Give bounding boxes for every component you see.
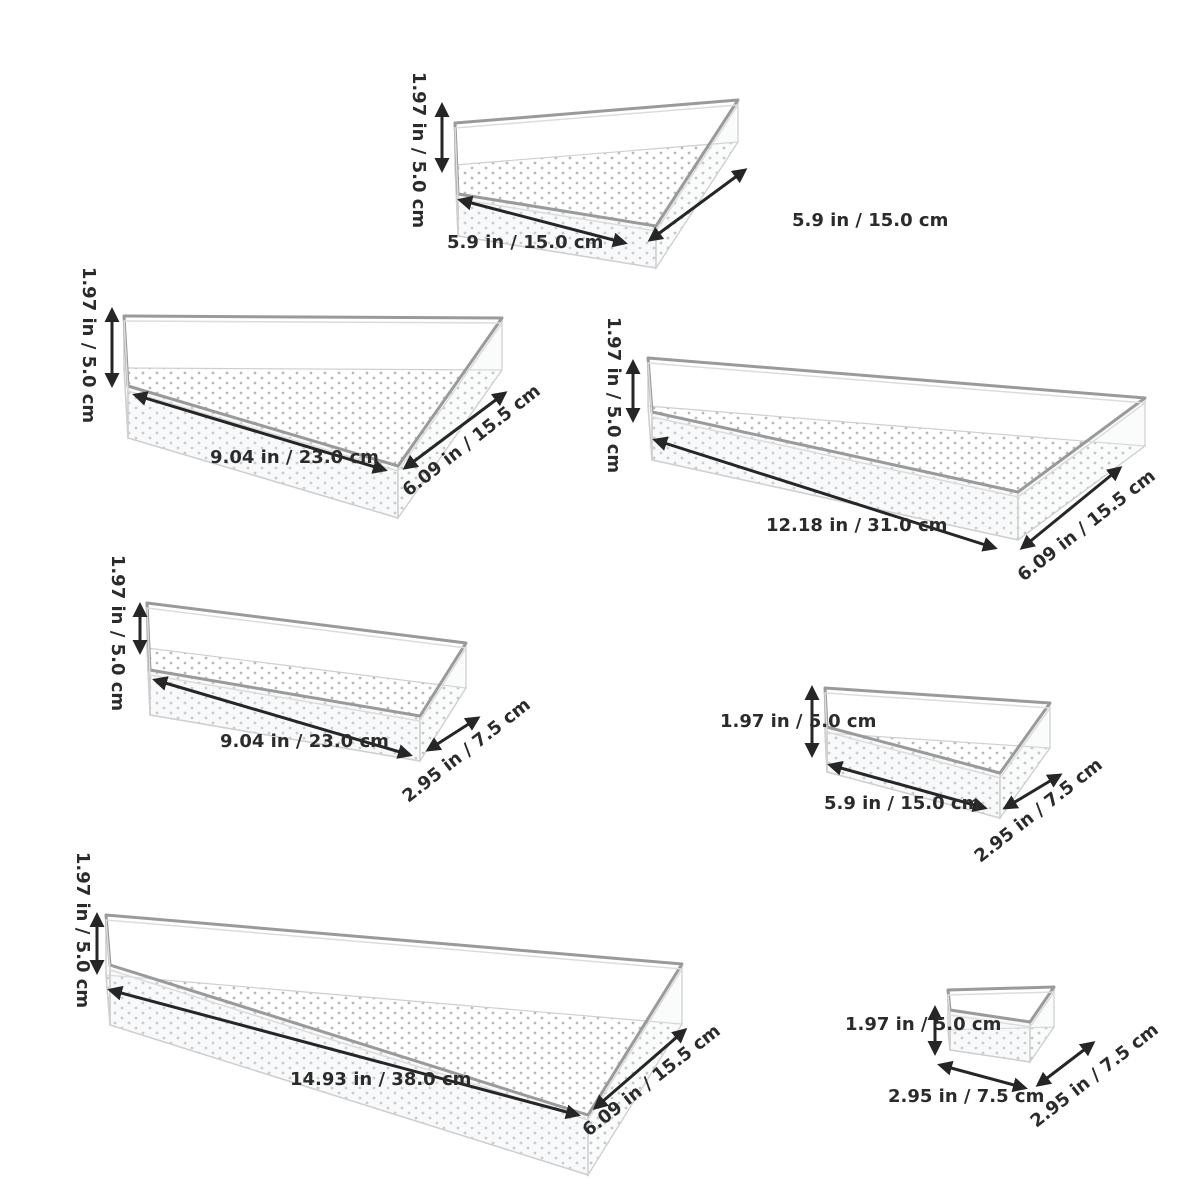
length-label: 5.9 in / 15.0 cm (824, 793, 980, 814)
length-label: 9.04 in / 23.0 cm (220, 731, 389, 752)
width-arrow (647, 168, 748, 242)
width-arrow (425, 716, 481, 752)
tray-inner-rim (647, 362, 1148, 498)
width-arrow (1035, 1041, 1096, 1087)
medium-wide-tray (122, 314, 504, 520)
width-arrow (592, 1028, 688, 1110)
tray-inner-rim (105, 919, 684, 1121)
tray-inner-rim (146, 607, 468, 722)
length-label: 2.95 in / 7.5 cm (888, 1086, 1044, 1107)
length-label: 12.18 in / 31.0 cm (766, 515, 947, 536)
height-label: 1.97 in / 5.0 cm (107, 555, 128, 711)
height-label: 1.97 in / 5.0 cm (78, 267, 99, 423)
length-arrow (937, 1060, 1028, 1093)
height-label: 1.97 in / 5.0 cm (408, 72, 429, 228)
width-label: 5.9 in / 15.0 cm (792, 210, 948, 231)
tray-inner-rim (947, 991, 1056, 1028)
long-wide-tray (646, 356, 1148, 542)
length-label: 14.93 in / 38.0 cm (290, 1069, 471, 1090)
length-arrow (132, 391, 388, 474)
width-arrow (1019, 466, 1123, 550)
length-arrow (152, 676, 413, 759)
length-arrow (652, 436, 998, 552)
height-label: 1.97 in / 5.0 cm (845, 1014, 1001, 1035)
height-label: 1.97 in / 5.0 cm (72, 852, 93, 1008)
mini-square-tray (946, 985, 1056, 1064)
width-arrow (402, 391, 508, 470)
width-arrow (1002, 773, 1063, 810)
height-label: 1.97 in / 5.0 cm (603, 317, 624, 473)
length-arrow (457, 195, 628, 248)
length-arrow (827, 760, 988, 813)
length-arrow (107, 985, 581, 1120)
height-label: 1.97 in / 5.0 cm (720, 711, 876, 732)
length-label: 9.04 in / 23.0 cm (210, 447, 379, 468)
tray-inner-rim (123, 320, 504, 472)
tray-inner-rim (824, 692, 1052, 779)
length-label: 5.9 in / 15.0 cm (447, 232, 603, 253)
